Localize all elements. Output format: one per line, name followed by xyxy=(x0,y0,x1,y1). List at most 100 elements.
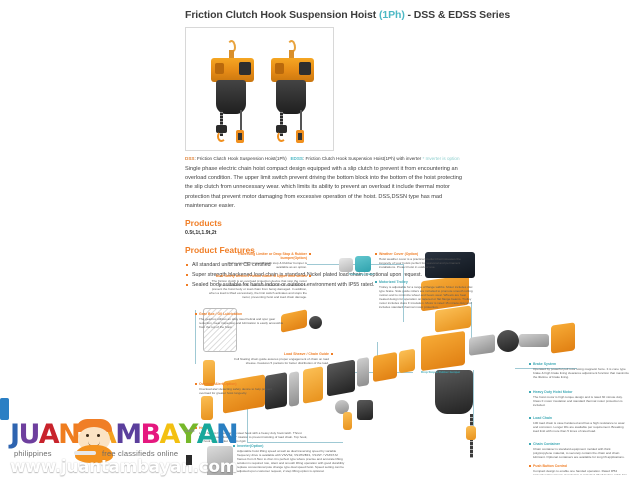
diagram-part xyxy=(421,330,465,372)
callout-traversing-limiter: Traversing Limiter or Drop Stop & Rubber… xyxy=(215,252,311,270)
callout-gear-box: Gear Box / Oil Lubrication The gearbox u… xyxy=(195,312,285,329)
products-heading: Products xyxy=(185,218,222,229)
callout-body: Load hook is forged carbon steel hook wi… xyxy=(199,430,308,444)
callout-overload-alert: Overload Alert(Option) Overload alert de… xyxy=(195,382,283,395)
callout-title: Push Button Control xyxy=(533,464,568,468)
callout-motorized-trolley: Motorized Trolley Trolley is adjustable … xyxy=(375,280,475,310)
callout-load-chain: Load Chain 100 load chain is case harden… xyxy=(529,416,629,434)
diagram-part xyxy=(519,334,549,347)
top-hook-icon xyxy=(227,40,236,53)
callout-title: Brake System xyxy=(533,362,557,366)
features-list: All standard units are CE certified Supe… xyxy=(185,260,630,290)
leader-line xyxy=(473,370,474,436)
diagram-part xyxy=(469,334,495,356)
callout-body: Operated by powerful pull rotor using ma… xyxy=(533,366,629,380)
callout-bullet-icon xyxy=(195,312,198,315)
feature-item: Super strength blackened load chain is s… xyxy=(185,270,630,280)
hoist-unit-left xyxy=(206,40,258,144)
callout-bullet-icon xyxy=(529,362,532,365)
leader-line xyxy=(403,264,404,322)
brand-letter-3: N xyxy=(58,419,81,450)
watermark-tagline-right: free classifieds online xyxy=(102,449,179,458)
page-title-phase: (1Ph) xyxy=(378,9,405,21)
hook-part xyxy=(201,396,213,420)
load-chain xyxy=(280,110,283,136)
inline-label-text: Traversing Limiter xyxy=(349,272,375,276)
diagram-part xyxy=(435,305,471,333)
caption-edss-text: : Friction Clutch Hook Suspension Hoist(… xyxy=(302,156,422,161)
callout-body: 100 load chain is case hardened and has … xyxy=(533,420,625,434)
watermark-tagline-left: philippines xyxy=(14,449,52,458)
juan-mascot-icon xyxy=(72,419,116,463)
callout-title: Load Chain xyxy=(533,416,553,420)
callout-bullet-icon xyxy=(330,352,333,355)
leader-line xyxy=(515,368,577,369)
callout-body: Adjustable hoist lifting speed at well a… xyxy=(237,448,345,474)
callout-bullet-icon xyxy=(308,274,311,277)
leader-line xyxy=(247,442,343,443)
chain-container xyxy=(216,80,246,114)
diagram-part xyxy=(335,400,349,414)
callout-push-button-control: Push Button Control Compact design to en… xyxy=(529,464,629,475)
leader-line xyxy=(195,310,196,364)
brand-letter-2: A xyxy=(38,419,60,450)
top-hook-icon xyxy=(287,40,296,53)
callout-title: Dual Safety Device-Friction clutch & Upp… xyxy=(215,274,307,278)
feature-item: Sealed body suitable for harsh indoor or… xyxy=(185,280,630,290)
corner-mark xyxy=(186,455,192,465)
callout-body: The friction clutch is an overload prote… xyxy=(209,278,307,300)
watermark-side-bar xyxy=(0,398,9,420)
page-title-series: - DSS & EDSS Series xyxy=(404,9,511,21)
features-heading: Product Features xyxy=(185,245,255,256)
caption-option-note: * Inverter is option xyxy=(422,156,460,161)
hoist-unit-right xyxy=(266,40,318,144)
diagram-part xyxy=(327,359,355,397)
model-caption: DSS: Friction Clutch Hook Suspension Hoi… xyxy=(185,155,630,162)
load-hook-icon xyxy=(277,131,286,142)
brand-letter-6: M xyxy=(115,419,142,450)
callout-title: Overload Alert(Option) xyxy=(199,382,237,386)
section-drawing xyxy=(203,308,237,352)
page-title-main: Friction Clutch Hook Suspension Hoist xyxy=(185,9,379,21)
callout-title: Load Sheave / Chain Guide xyxy=(283,352,329,356)
brand-letter-9: Y xyxy=(178,419,199,450)
diagram-part xyxy=(435,370,473,414)
main-content: Friction Clutch Hook Suspension Hoist (1… xyxy=(185,0,640,480)
brand-letter-8: A xyxy=(159,419,180,450)
brand-letter-0: J xyxy=(10,419,20,450)
callout-body: Chain container is standard equipment mo… xyxy=(533,446,625,460)
page-title: Friction Clutch Hook Suspension Hoist (1… xyxy=(185,8,630,22)
product-photo[interactable] xyxy=(185,27,334,151)
callout-title: Motorized Trolley xyxy=(379,280,408,284)
leader-line xyxy=(247,400,248,442)
callout-bullet-icon xyxy=(195,426,198,429)
diagram-part xyxy=(289,371,299,407)
mascot-eye-left xyxy=(86,434,89,437)
diagram-part xyxy=(343,412,352,430)
callout-weather-cover: Weather Cover (Option) Hoist weather cov… xyxy=(375,252,471,269)
product-description: Single phase electric chain hoist compac… xyxy=(185,166,462,209)
callout-hook: Hook Load hook is forged carbon steel ho… xyxy=(195,426,309,444)
callout-bullet-icon xyxy=(375,280,378,283)
callout-bullet-icon xyxy=(233,444,236,447)
exploded-diagram[interactable]: Traversing Limiter or Drop Stop & Rubber… xyxy=(185,250,635,475)
callout-body: Trolley is adjustable for a range of fla… xyxy=(379,284,473,310)
drop-stop-part xyxy=(355,256,371,272)
callout-bullet-icon xyxy=(375,252,378,255)
diagram-part xyxy=(357,356,369,388)
caption-dss-text: : Friction Clutch Hook Suspension Hoist(… xyxy=(194,156,287,161)
caption-dss-code: DSS xyxy=(185,156,195,161)
diagram-part xyxy=(339,258,353,272)
bottom-block xyxy=(276,125,287,133)
caption-edss-code: EDSS xyxy=(290,156,303,161)
watermark-url[interactable]: www.juantambayan.com xyxy=(10,457,238,477)
watermark-divider xyxy=(74,451,96,455)
push-button-control xyxy=(296,130,304,143)
pendant-cable xyxy=(240,110,242,132)
diagram-part xyxy=(373,351,397,383)
load-hook-icon xyxy=(217,131,226,142)
callout-bullet-icon xyxy=(308,252,311,255)
callout-bullet-icon xyxy=(195,382,198,385)
watermark-juantambayan[interactable]: JUANTAMBAYAN philippines free classified… xyxy=(6,418,239,477)
